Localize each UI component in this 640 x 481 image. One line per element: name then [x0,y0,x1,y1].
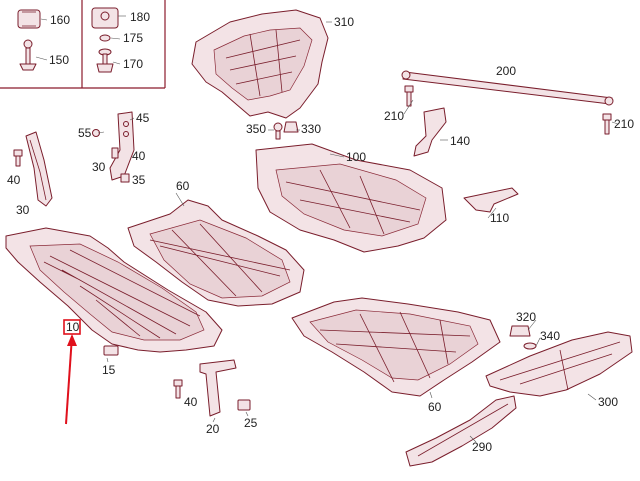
part-330-icon [283,121,299,133]
bolt-210a-icon [404,85,414,107]
part-40b-icon [111,147,119,159]
part-110-shape [463,187,519,213]
leader-lines [35,15,619,443]
label-40b: 40 [132,149,146,163]
label-350: 350 [246,122,266,136]
label-300: 300 [598,395,618,409]
label-150: 150 [49,53,69,67]
part-200-shape [401,70,614,106]
part-340-icon [523,342,537,350]
part-100-shape [255,143,447,253]
label-170: 170 [123,57,143,71]
part-25-icon [237,399,251,411]
nut-180-icon [91,7,119,29]
label-100: 100 [346,150,366,164]
label-35: 35 [132,173,146,187]
label-340: 340 [540,329,560,343]
part-310-shape [191,9,329,119]
part-300-shape [485,331,633,397]
label-15: 15 [102,363,116,377]
part-35-icon [120,173,130,183]
label-310: 310 [334,15,354,29]
screw-150-icon [19,39,37,71]
highlight-part-10 [63,319,81,425]
label-30a: 30 [16,203,30,217]
part-290-shape [405,395,517,467]
label-45: 45 [136,111,150,125]
washer-175-icon [99,34,111,42]
part-15-icon [103,345,119,356]
bolt-40c-icon [173,379,183,399]
label-40c: 40 [184,395,198,409]
part-140-shape [413,107,447,157]
bolt-170-icon [96,48,114,73]
label-55: 55 [78,126,92,140]
label-60b: 60 [428,400,442,414]
label-175: 175 [123,31,143,45]
part-60b-shape [291,297,501,397]
label-140: 140 [450,134,470,148]
bracket-45-shape [109,111,135,181]
label-180: 180 [130,10,150,24]
bracket-30a-shape [25,131,53,207]
clip-160-icon [17,9,41,29]
part-60a-shape [127,199,305,307]
label-210a: 210 [384,109,404,123]
bolt-40a-icon [13,149,23,167]
label-30b: 30 [92,160,106,174]
label-290: 290 [472,440,492,454]
label-110: 110 [490,211,509,225]
label-25: 25 [244,416,258,430]
label-200: 200 [496,64,516,78]
label-40a: 40 [7,173,21,187]
label-330: 330 [301,122,321,136]
label-20: 20 [206,422,220,436]
label-160: 160 [50,13,70,27]
label-210b: 210 [614,117,634,131]
part-350-icon [273,122,283,140]
label-60a: 60 [176,179,190,193]
bolt-210b-icon [602,113,612,135]
bracket-20-shape [199,359,237,417]
label-10: 10 [66,320,80,334]
part-320-icon [509,325,531,337]
label-320: 320 [516,310,536,324]
legend-frame [0,0,166,89]
part-10-shape [5,227,223,353]
